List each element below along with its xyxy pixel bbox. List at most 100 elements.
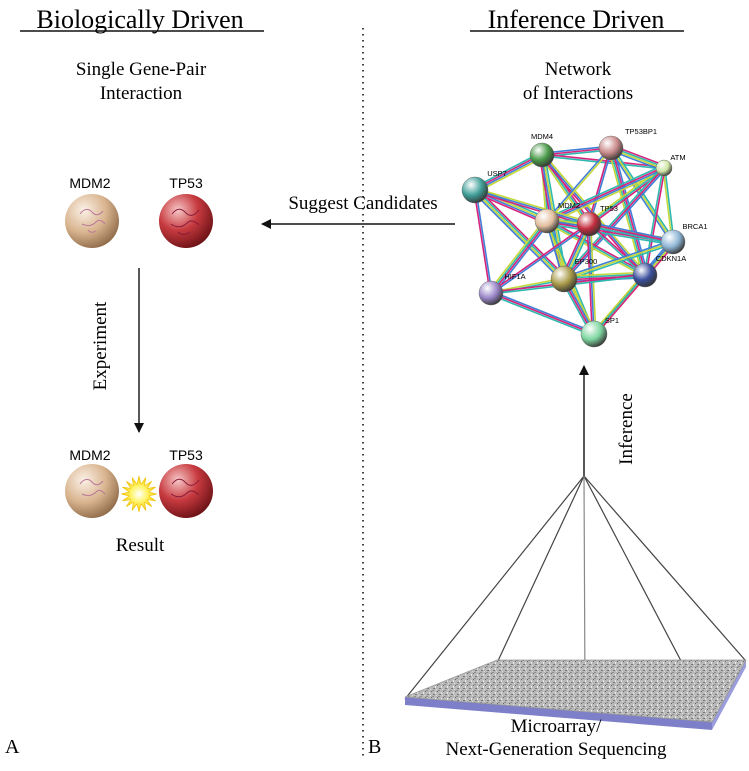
- network-edge-ATM-MDM2: [547, 168, 665, 223]
- right-subtitle-line2: of Interactions: [523, 83, 633, 104]
- microarray-plate: [404, 659, 747, 730]
- network-edge-MDM2-HIF1A: [489, 219, 547, 293]
- network-edge-TP53-HIF1A: [491, 224, 590, 295]
- network-edge-MDM2-CDKN1A: [546, 220, 646, 276]
- network-node-label-cdkn1a: CDKN1A: [656, 254, 686, 263]
- network-node-label-sp1: SP1: [605, 316, 619, 325]
- network-edge-ATM-CDKN1A: [645, 168, 666, 276]
- platform-label-line1: Microarray/: [511, 716, 602, 737]
- network-edge-TP53-BRCA1: [588, 224, 673, 245]
- network-node-label-tp53bp1: TP53BP1: [625, 127, 657, 136]
- right-subtitle-line1: Network: [545, 59, 612, 80]
- network-node-mdm2: [534, 208, 560, 234]
- suggest-candidates-label: Suggest Candidates: [288, 193, 437, 214]
- result-gene1-label: MDM2: [69, 447, 110, 463]
- network-edge-TP53-CDKN1A: [589, 222, 647, 275]
- network-node-label-brca1: BRCA1: [682, 222, 707, 231]
- network-node-atm: [655, 159, 673, 177]
- network-edge-USP7-HIF1A: [473, 190, 491, 294]
- network-node-tp53bp1: [598, 135, 624, 161]
- network-edge-TP53BP1-MDM2: [545, 146, 611, 221]
- network-edge-ATM-MDM2: [545, 164, 664, 220]
- mdm2-protein-sphere: [65, 194, 119, 248]
- network-edge-ATM-EP300: [564, 168, 666, 281]
- network-edge-HIF1A-SP1: [490, 293, 594, 337]
- gene1-label: MDM2: [69, 175, 110, 191]
- result-mdm2-sphere: [65, 464, 119, 518]
- network-edge-BRCA1-EP300: [563, 241, 674, 280]
- network-node-brca1: [660, 229, 686, 255]
- network-node-label-mdm4: MDM4: [531, 132, 553, 141]
- network-edge-USP7-EP300: [472, 191, 563, 282]
- network-edge-USP7-HIF1A: [475, 189, 493, 293]
- network-edge-ATM-MDM2: [547, 169, 666, 225]
- panel-letter-b: B: [368, 736, 381, 758]
- network-edge-ATM-EP300: [562, 166, 664, 279]
- network-edge-ATM-BRCA1: [662, 168, 673, 243]
- network-edge-MDM2-HIF1A: [488, 218, 546, 292]
- tp53-protein-sphere: [159, 194, 213, 248]
- network-node-label-usp7: USP7: [487, 169, 507, 178]
- network-node-label-hif1a: HIF1A: [504, 272, 525, 281]
- network-node-label-tp53: TP53: [600, 204, 618, 213]
- right-heading: Inference Driven: [488, 5, 665, 34]
- panel-letter-a: A: [5, 736, 20, 758]
- network-edge-USP7-EP300: [473, 190, 564, 281]
- network-node-label-mdm2: MDM2: [558, 201, 580, 210]
- experiment-label: Experiment: [90, 301, 111, 390]
- network-edge-ATM-CDKN1A: [643, 167, 664, 275]
- result-gene2-label: TP53: [169, 447, 203, 463]
- network-edge-USP7-EP300: [475, 188, 566, 279]
- network-edge-CDKN1A-EP300: [564, 275, 646, 281]
- network-edge-TP53-CDKN1A: [587, 224, 645, 277]
- network-edge-ATM-EP300: [563, 167, 665, 280]
- network-edge-BRCA1-EP300: [563, 239, 673, 279]
- network-node-hif1a: [478, 280, 504, 306]
- network-edge-CDKN1A-EP300: [563, 271, 645, 278]
- interaction-burst-icon: [120, 475, 158, 513]
- network-edge-MDM4-TP53: [539, 155, 589, 226]
- network-edge-MDM2-HIF1A: [492, 222, 550, 296]
- network-edge-BRCA1-EP300: [564, 242, 674, 282]
- network-edge-HIF1A-SP1: [490, 292, 595, 335]
- left-subtitle-line1: Single Gene-Pair: [76, 59, 207, 80]
- gene2-label: TP53: [169, 175, 203, 191]
- network-node-usp7: [461, 176, 489, 204]
- network-edge-MDM4-ATM: [542, 153, 665, 168]
- inference-label: Inference: [616, 393, 637, 465]
- network-edge-USP7-EP300: [476, 187, 567, 278]
- network-edge-USP7-TP53: [474, 189, 590, 225]
- network-edge-TP53-HIF1A: [490, 222, 589, 293]
- network-edge-TP53BP1-TP53: [587, 147, 611, 224]
- network-edge-MDM4-ATM: [541, 155, 664, 170]
- result-tp53-sphere: [159, 464, 213, 518]
- network-edge-CDKN1A-EP300: [564, 276, 646, 283]
- network-node-label-ep300: EP300: [575, 257, 598, 266]
- left-subtitle-line2: Interaction: [100, 83, 183, 104]
- network-node-tp53: [576, 211, 602, 237]
- network-edge-TP53BP1-TP53: [589, 148, 613, 225]
- network-edge-ATM-MDM2: [546, 166, 664, 221]
- network-edge-USP7-TP53: [475, 187, 590, 224]
- network-edge-ATM-BRCA1: [664, 167, 675, 242]
- network-node-label-atm: ATM: [670, 153, 685, 162]
- network-edge-TP53BP1-MDM2: [547, 148, 613, 223]
- network-edge-MDM2-HIF1A: [491, 221, 549, 295]
- network-node-sp1: [580, 320, 608, 348]
- platform-label-line2: Next-Generation Sequencing: [445, 739, 667, 760]
- network-edge-MDM2-CDKN1A: [547, 218, 647, 275]
- left-heading: Biologically Driven: [36, 5, 243, 34]
- network-node-ep300: [550, 265, 578, 293]
- result-label: Result: [116, 535, 165, 556]
- network-edge-TP53-BRCA1: [588, 223, 674, 243]
- network-node-mdm4: [529, 142, 555, 168]
- network-edge-HIF1A-SP1: [491, 290, 595, 334]
- network-edge-MDM2-CDKN1A: [545, 221, 645, 278]
- network-edge-CDKN1A-EP300: [563, 273, 645, 279]
- network-edge-TP53-BRCA1: [589, 221, 674, 242]
- network-node-cdkn1a: [632, 262, 658, 288]
- network-edge-MDM2-BRCA1: [546, 222, 673, 246]
